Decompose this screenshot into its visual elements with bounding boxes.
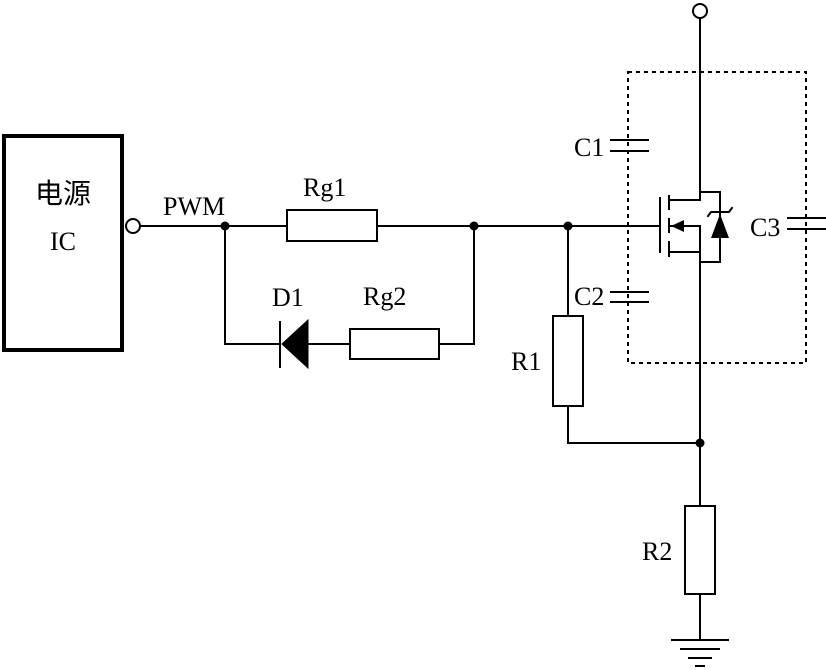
- capacitor-c2: C2: [574, 282, 649, 311]
- capacitor-c3: C3: [750, 213, 826, 242]
- resistor-r1: R1: [511, 315, 584, 407]
- pwm-net: PWM: [125, 192, 288, 234]
- r1-body: [552, 315, 584, 407]
- rg1-label: Rg1: [303, 173, 346, 202]
- pwm-terminal: [125, 218, 141, 234]
- diode-d1: D1: [272, 283, 309, 370]
- r1-label: R1: [511, 347, 541, 376]
- c3-label: C3: [750, 213, 780, 242]
- drain-terminal: [692, 3, 708, 19]
- junction-source: [695, 438, 705, 448]
- ic-label-line1: 电源: [35, 177, 91, 210]
- rg2-body: [349, 328, 440, 360]
- pwm-label: PWM: [163, 192, 225, 221]
- ground-icon: [671, 639, 729, 667]
- ic-label-line2: IC: [50, 227, 76, 256]
- resistor-rg2: Rg2: [349, 282, 440, 360]
- mosfet-transistor: [659, 191, 734, 263]
- mosfet-arrow: [671, 220, 684, 232]
- capacitor-c1: C1: [574, 133, 649, 162]
- body-diode-zener-bar: [706, 206, 734, 218]
- ic-outline: [2, 134, 124, 352]
- resistor-rg1: Rg1: [286, 173, 378, 242]
- rg2-label: Rg2: [363, 282, 406, 311]
- d1-label: D1: [272, 283, 304, 312]
- r2-body: [684, 505, 716, 595]
- c2-label: C2: [574, 282, 604, 311]
- r2-label: R2: [642, 537, 672, 566]
- body-diode-triangle: [711, 214, 729, 238]
- rg1-body: [286, 209, 378, 242]
- d1-triangle: [281, 318, 309, 370]
- c1-label: C1: [574, 133, 604, 162]
- power-ic-block: 电源 IC: [2, 134, 124, 352]
- resistor-r2: R2: [642, 505, 716, 595]
